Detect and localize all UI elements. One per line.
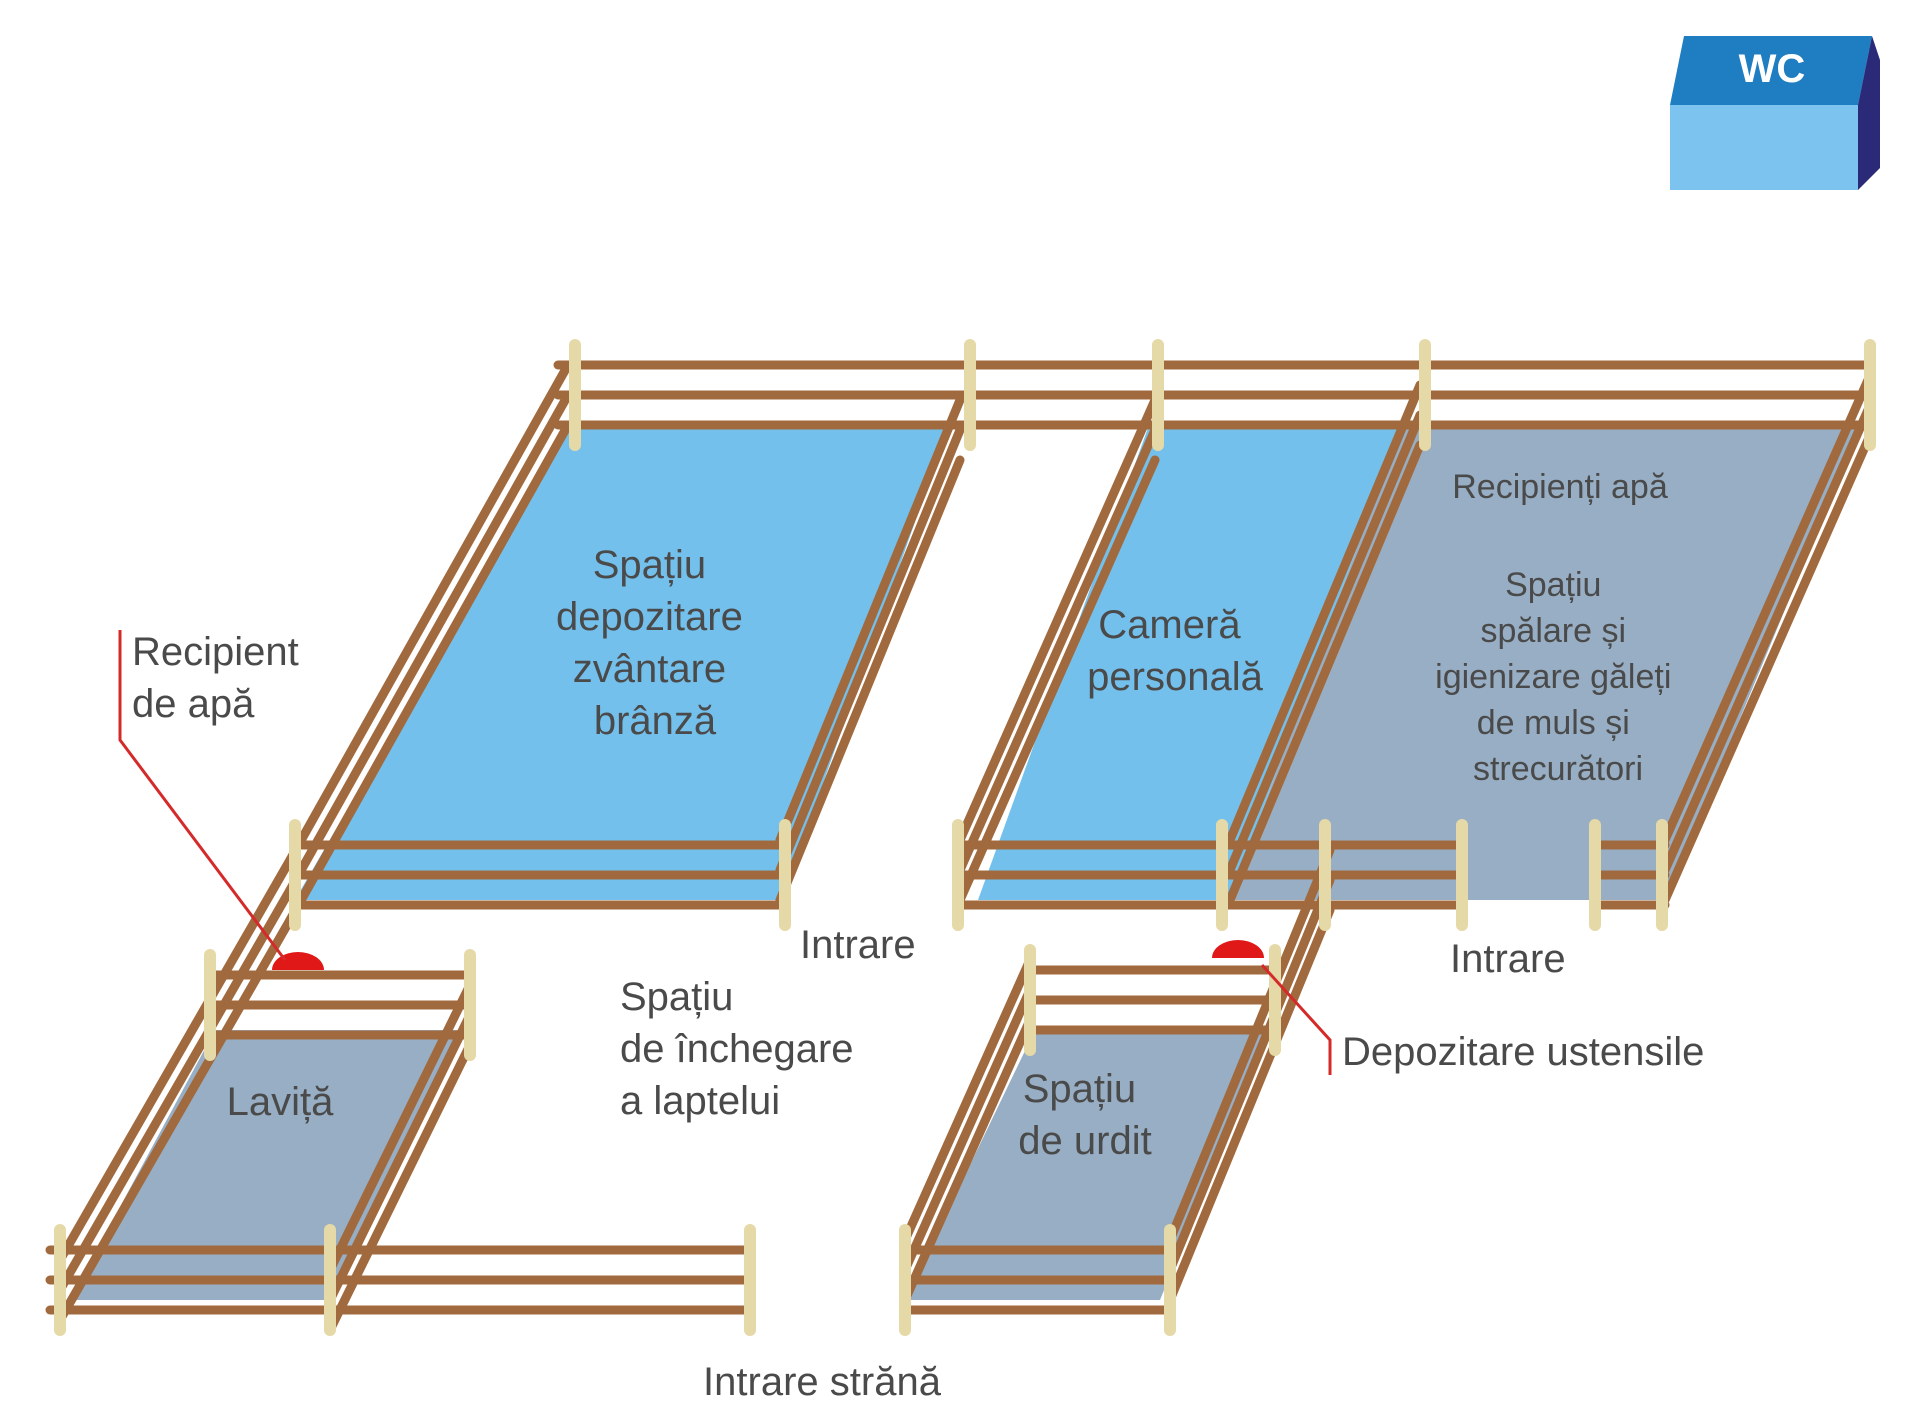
- rail: [1165, 845, 1335, 1245]
- rail: [1225, 380, 1425, 845]
- floor-urdit: [905, 1030, 1270, 1300]
- rail: [900, 955, 1035, 1245]
- label-recipienti: Recipienți apă: [1452, 468, 1668, 506]
- rail: [1225, 440, 1425, 905]
- water-container-marker: [272, 952, 324, 970]
- fence-posts: [54, 339, 1876, 1336]
- wc-label: WC: [1739, 47, 1806, 91]
- rail: [955, 395, 1160, 845]
- rail: [285, 360, 573, 865]
- label-recipient-apa: Recipient de apă: [132, 630, 310, 726]
- rail: [285, 420, 573, 925]
- rail: [955, 455, 1160, 905]
- rail: [1660, 405, 1873, 875]
- water-container-pointer: [118, 630, 287, 961]
- rail: [955, 425, 1160, 875]
- rail: [1225, 410, 1425, 875]
- rail: [900, 985, 1035, 1275]
- floor-depozitare: [295, 428, 948, 900]
- label-depozitare-ustensile: Depozitare ustensile: [1342, 1030, 1704, 1074]
- wc-building: WC: [1670, 36, 1880, 190]
- rail: [1165, 875, 1335, 1275]
- label-camera: Cameră personală: [1087, 603, 1263, 699]
- label-lavita: Laviță: [227, 1080, 334, 1124]
- label-inchegare: Spațiu de închegare a laptelui: [620, 975, 865, 1123]
- label-depozitare: Spațiu depozitare zvântare brânză: [556, 543, 754, 743]
- rail: [55, 855, 295, 1265]
- rail: [775, 395, 965, 845]
- label-intrare-right: Intrare: [1450, 937, 1566, 981]
- floors: [70, 428, 1860, 1300]
- rail: [775, 455, 965, 905]
- label-spalare: Spațiu spălare și igienizare găleți de m…: [1435, 566, 1681, 788]
- rail: [325, 980, 475, 1275]
- wc-roof: [1670, 36, 1872, 105]
- utensils-marker: [1212, 940, 1264, 958]
- rail: [775, 425, 965, 875]
- labels: Spațiu depozitare zvântare brânză Cameră…: [132, 468, 1704, 1404]
- floor-camera: [978, 428, 1400, 900]
- label-urdit: Spațiu de urdit: [1018, 1067, 1151, 1163]
- rail: [285, 390, 573, 895]
- wc-wall: [1670, 105, 1858, 190]
- label-intrare-left: Intrare: [800, 923, 916, 967]
- rail: [55, 885, 295, 1295]
- rail: [1165, 905, 1335, 1305]
- wc-side: [1858, 36, 1880, 190]
- fence-rails: [45, 360, 1875, 1335]
- rail: [1660, 375, 1873, 845]
- label-intrare-strana: Intrare strănă: [703, 1360, 942, 1404]
- utensils-pointer: [1260, 963, 1332, 1075]
- markers: [118, 630, 1332, 1075]
- rail: [1660, 435, 1873, 905]
